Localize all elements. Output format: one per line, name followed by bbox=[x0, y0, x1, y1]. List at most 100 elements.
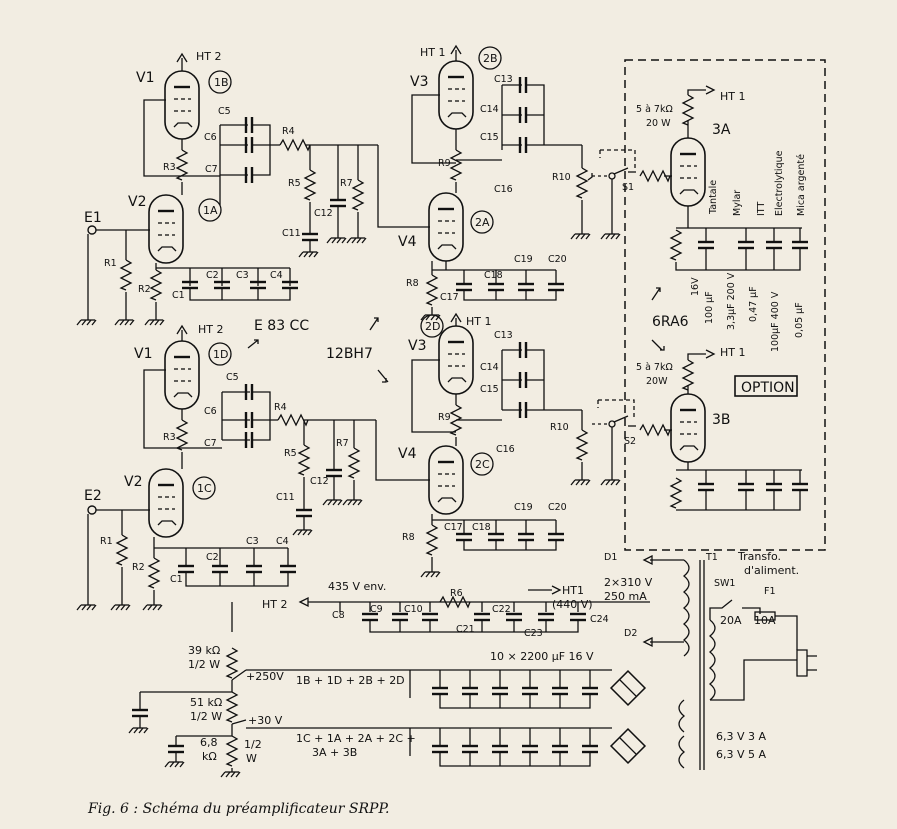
label-sec-a: 6,3 V 3 A bbox=[716, 730, 767, 743]
stage-1c-label: 1C bbox=[197, 482, 212, 495]
label-c15-bottom: C15 bbox=[480, 384, 499, 395]
stage-markers bbox=[192, 46, 502, 500]
rail-ht1-supply-value: (440 V) bbox=[552, 598, 593, 611]
option-v16: 16V bbox=[690, 277, 701, 296]
option-load-w-3a: 20 W bbox=[646, 118, 671, 129]
label-c23: C23 bbox=[524, 628, 543, 639]
label-c3-bottom: C3 bbox=[246, 536, 259, 547]
option-mica: Mica argenté bbox=[796, 154, 807, 216]
label-r5-top: R5 bbox=[288, 178, 301, 189]
stage-1a-label: 1A bbox=[203, 204, 218, 217]
tube-label-v1-bottom: V1 bbox=[134, 346, 152, 362]
rail-ht1-3a: HT 1 bbox=[720, 90, 746, 103]
label-r10-bottom: R10 bbox=[550, 422, 569, 433]
tube-type-6ra6: 6RA6 bbox=[652, 314, 689, 330]
rail-ht2-bottom: HT 2 bbox=[198, 323, 224, 336]
option-v100uf400: 100µF 400 V bbox=[770, 291, 781, 352]
label-d2: D2 bbox=[624, 628, 637, 639]
tube-label-v2-bottom: V2 bbox=[124, 474, 142, 490]
label-sec-b: 6,3 V 5 A bbox=[716, 748, 767, 761]
label-d1-ma: 250 mA bbox=[604, 590, 647, 603]
rail-ht1-supply: HT1 bbox=[562, 584, 584, 597]
label-c4-top: C4 bbox=[270, 270, 283, 281]
label-sw1: SW1 bbox=[714, 578, 735, 589]
option-box bbox=[624, 59, 826, 551]
input-e1-label: E1 bbox=[84, 210, 102, 226]
label-c17-top: C17 bbox=[440, 292, 459, 303]
label-c16-top: C16 bbox=[494, 184, 513, 195]
label-c20-top: C20 bbox=[548, 254, 567, 265]
tube-v1-1b bbox=[163, 69, 201, 141]
label-c16-bottom: C16 bbox=[496, 444, 515, 455]
label-c5-bottom: C5 bbox=[226, 372, 239, 383]
label-d1-spec: 2×310 V bbox=[604, 576, 653, 589]
stage-1-top-wiring bbox=[76, 52, 430, 326]
tube-label-v4-top: V4 bbox=[398, 234, 417, 250]
stage-2a-label: 2A bbox=[475, 216, 490, 229]
label-r3-bottom: R3 bbox=[163, 432, 176, 443]
tube-v3-2d bbox=[437, 324, 475, 396]
label-68k: 6,8 bbox=[200, 736, 218, 749]
tube-3b bbox=[669, 392, 707, 464]
label-rail-a: 1B + 1D + 2B + 2D bbox=[296, 674, 405, 687]
label-r2-bottom: R2 bbox=[132, 562, 145, 573]
label-c2-top: C2 bbox=[206, 270, 219, 281]
figure-caption: Fig. 6 : Schéma du préamplificateur SRPP… bbox=[88, 801, 390, 817]
label-c19-top: C19 bbox=[514, 254, 533, 265]
option-load-3a: 5 à 7kΩ bbox=[636, 104, 673, 115]
label-r1-top: R1 bbox=[104, 258, 117, 269]
label-r3-top: R3 bbox=[163, 162, 176, 173]
label-c2-bottom: C2 bbox=[206, 552, 219, 563]
tube-label-v3-top: V3 bbox=[410, 74, 428, 90]
stage-2c-label: 2C bbox=[475, 458, 490, 471]
tube-label-v3-bottom: V3 bbox=[408, 338, 426, 354]
label-c7-top: C7 bbox=[205, 164, 218, 175]
stage-2-top-wiring bbox=[411, 44, 636, 321]
option-mylar: Mylar bbox=[732, 190, 743, 216]
rail-ht1-mid: HT 1 bbox=[466, 315, 492, 328]
option-v005: 0,05 µF bbox=[794, 302, 805, 338]
label-transfo: Transfo. bbox=[737, 550, 781, 563]
rail-ht2-top: HT 2 bbox=[196, 50, 222, 63]
label-51k: 51 kΩ bbox=[190, 696, 222, 709]
label-r2-top: R2 bbox=[138, 284, 151, 295]
label-r4-top: R4 bbox=[282, 126, 295, 137]
label-c22: C22 bbox=[492, 604, 511, 615]
tube-v1-1d bbox=[163, 339, 201, 411]
12bh7-arrows bbox=[369, 317, 389, 383]
rail-ht2-env: 435 V env. bbox=[328, 580, 386, 593]
tube-label-v4-bottom: V4 bbox=[398, 446, 417, 462]
label-c12-bottom: C12 bbox=[310, 476, 329, 487]
option-load-w-3b: 20W bbox=[646, 376, 668, 387]
label-c24: C24 bbox=[590, 614, 609, 625]
label-c1-bottom: C1 bbox=[170, 574, 183, 585]
label-r8-top: R8 bbox=[406, 278, 419, 289]
tube-3a bbox=[669, 136, 707, 208]
label-t1: T1 bbox=[705, 552, 718, 563]
label-c1-top: C1 bbox=[172, 290, 185, 301]
label-s2: S2 bbox=[624, 436, 636, 447]
rail-ht1-top: HT 1 bbox=[420, 46, 446, 59]
label-c14-top: C14 bbox=[480, 104, 499, 115]
label-rail-b: 1C + 1A + 2A + 2C + bbox=[296, 732, 416, 745]
label-r4-bottom: R4 bbox=[274, 402, 287, 413]
e83cc-arrow bbox=[247, 339, 259, 349]
stage-2d-label: 2D bbox=[425, 320, 440, 333]
rail-ht2-supply: HT 2 bbox=[262, 598, 288, 611]
label-c12-top: C12 bbox=[314, 208, 333, 219]
tube-v2-1a bbox=[147, 193, 185, 265]
label-10a: 10A bbox=[754, 614, 776, 627]
stage-1b-label: 1B bbox=[214, 76, 229, 89]
label-c6-top: C6 bbox=[204, 132, 217, 143]
stage-1-bottom-wiring bbox=[76, 324, 430, 611]
label-c17-bottom: C17 bbox=[444, 522, 463, 533]
label-r7-top: R7 bbox=[340, 178, 353, 189]
label-r8-bottom: R8 bbox=[402, 532, 415, 543]
label-c13-bottom: C13 bbox=[494, 330, 513, 341]
rail-ht1-3b: HT 1 bbox=[720, 346, 746, 359]
label-39k-w: 1/2 W bbox=[188, 658, 220, 671]
label-c13-top: C13 bbox=[494, 74, 513, 85]
label-rail-b2: 3A + 3B bbox=[312, 746, 357, 759]
label-250v: +250V bbox=[246, 670, 284, 683]
